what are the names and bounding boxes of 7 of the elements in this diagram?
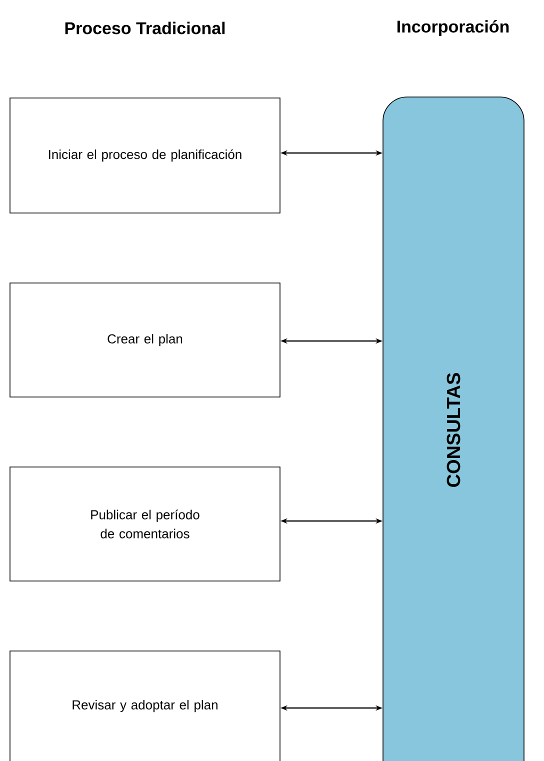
consultation-bar: CONSULTAS	[382, 96, 524, 761]
process-box: Crear el plan	[10, 282, 280, 398]
column-heading: Incorporación	[397, 20, 509, 36]
process-box: Revisar y adoptar el plan	[10, 650, 280, 761]
process-box: Publicar el período de comentarios	[10, 466, 280, 582]
process-box: Iniciar el proceso de planificación	[10, 98, 280, 214]
column-heading: Proceso Tradicional	[65, 22, 225, 34]
